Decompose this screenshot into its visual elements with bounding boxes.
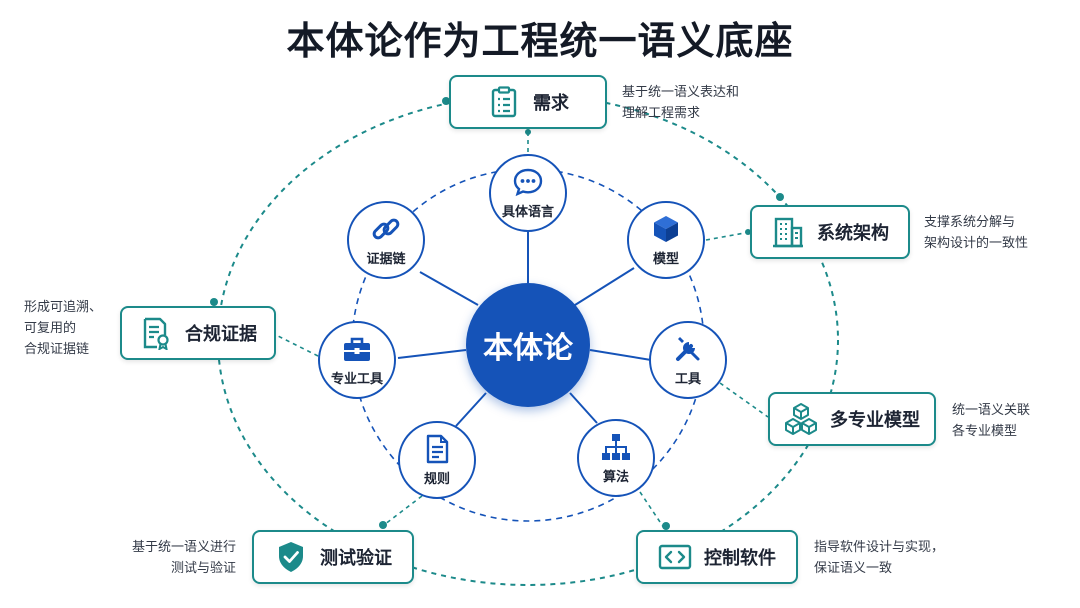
node-professional-tools: 专业工具	[318, 321, 396, 399]
ring-dot	[525, 129, 531, 135]
node-language: 具体语言	[489, 154, 567, 232]
node-evidence-chain: 证据链	[347, 201, 425, 279]
desc-line: 各专业模型	[952, 424, 1018, 439]
box-control-software: 控制软件	[636, 530, 798, 584]
link-model-architecture	[705, 231, 751, 241]
spoke-rules	[455, 392, 487, 427]
desc-line: 可复用的	[24, 321, 77, 336]
desc-line: 测试与验证	[170, 561, 236, 576]
node-label: 规则	[423, 472, 450, 487]
node-label: 证据链	[366, 252, 406, 267]
code-icon	[658, 544, 692, 570]
box-label: 多专业模型	[830, 410, 920, 431]
spoke-tools	[589, 349, 652, 361]
desc-line: 指导软件设计与实现，	[814, 540, 945, 555]
chat-bubble-icon	[513, 168, 543, 197]
desc-line: 理解工程需求	[622, 106, 701, 121]
desc-system-architecture: 支撑系统分解与 架构设计的一致性	[924, 212, 1028, 254]
box-label: 控制软件	[704, 548, 776, 569]
node-label: 算法	[602, 470, 629, 485]
building-icon	[773, 217, 803, 248]
desc-line: 保证语义一致	[814, 561, 893, 576]
desc-multi-model: 统一语义关联 各专业模型	[952, 400, 1030, 442]
clipboard-icon	[491, 86, 517, 118]
desc-compliance-evidence: 形成可追溯、 可复用的 合规证据链	[24, 297, 102, 360]
box-label: 测试验证	[320, 548, 392, 569]
ring-dot	[379, 521, 387, 529]
spoke-algorithm	[569, 392, 598, 424]
desc-line: 合规证据链	[24, 342, 90, 357]
node-label: 工具	[674, 372, 701, 387]
cube-icon	[654, 216, 678, 242]
hierarchy-icon	[602, 434, 630, 460]
desc-line: 基于统一语义进行	[131, 540, 236, 555]
link-algorithm-software	[639, 491, 665, 529]
box-requirements: 需求	[449, 75, 607, 129]
ring-dot	[210, 298, 218, 306]
box-label: 需求	[533, 93, 569, 114]
link-tools-multimodel	[719, 382, 769, 418]
spoke-evidence-chain	[419, 271, 479, 306]
node-label: 模型	[652, 252, 679, 267]
link-rules-test	[379, 495, 423, 529]
node-algorithm: 算法	[577, 419, 655, 497]
box-label: 系统架构	[817, 223, 889, 244]
spoke-professional-tools	[397, 349, 467, 359]
desc-line: 支撑系统分解与	[924, 215, 1016, 230]
ring-dot	[745, 229, 751, 235]
desc-line: 形成可追溯、	[24, 300, 103, 315]
certificate-icon	[143, 317, 169, 350]
link-protools-compliance	[275, 334, 319, 357]
wrench-screwdriver-icon	[676, 337, 700, 361]
ring-dot	[442, 97, 450, 105]
ring-dot	[662, 522, 670, 530]
box-test-verification: 测试验证	[252, 530, 414, 584]
box-multi-model: 多专业模型	[768, 392, 936, 446]
box-compliance-evidence: 合规证据	[120, 306, 276, 360]
node-model: 模型	[627, 201, 705, 279]
link-icon	[372, 218, 400, 240]
desc-line: 统一语义关联	[952, 403, 1031, 418]
desc-line: 基于统一语义表达和	[622, 85, 740, 100]
spoke-model	[574, 267, 635, 306]
box-system-architecture: 系统架构	[750, 205, 910, 259]
node-tools: 工具	[649, 321, 727, 399]
desc-requirements: 基于统一语义表达和 理解工程需求	[622, 82, 739, 124]
box-label: 合规证据	[185, 324, 257, 345]
ontology-hub: 本体论	[466, 283, 590, 407]
cubes-icon	[785, 403, 817, 435]
shield-check-icon	[279, 542, 303, 572]
desc-control-software: 指导软件设计与实现， 保证语义一致	[814, 537, 944, 579]
node-rules: 规则	[398, 421, 476, 499]
node-label: 专业工具	[330, 372, 383, 387]
desc-line: 架构设计的一致性	[924, 236, 1029, 251]
document-icon	[426, 434, 449, 464]
desc-test-verification: 基于统一语义进行 测试与验证	[104, 537, 236, 579]
ring-dot	[776, 193, 784, 201]
toolbox-icon	[344, 337, 370, 361]
page-title: 本体论作为工程统一语义底座	[286, 19, 794, 63]
node-label: 具体语言	[501, 205, 554, 220]
